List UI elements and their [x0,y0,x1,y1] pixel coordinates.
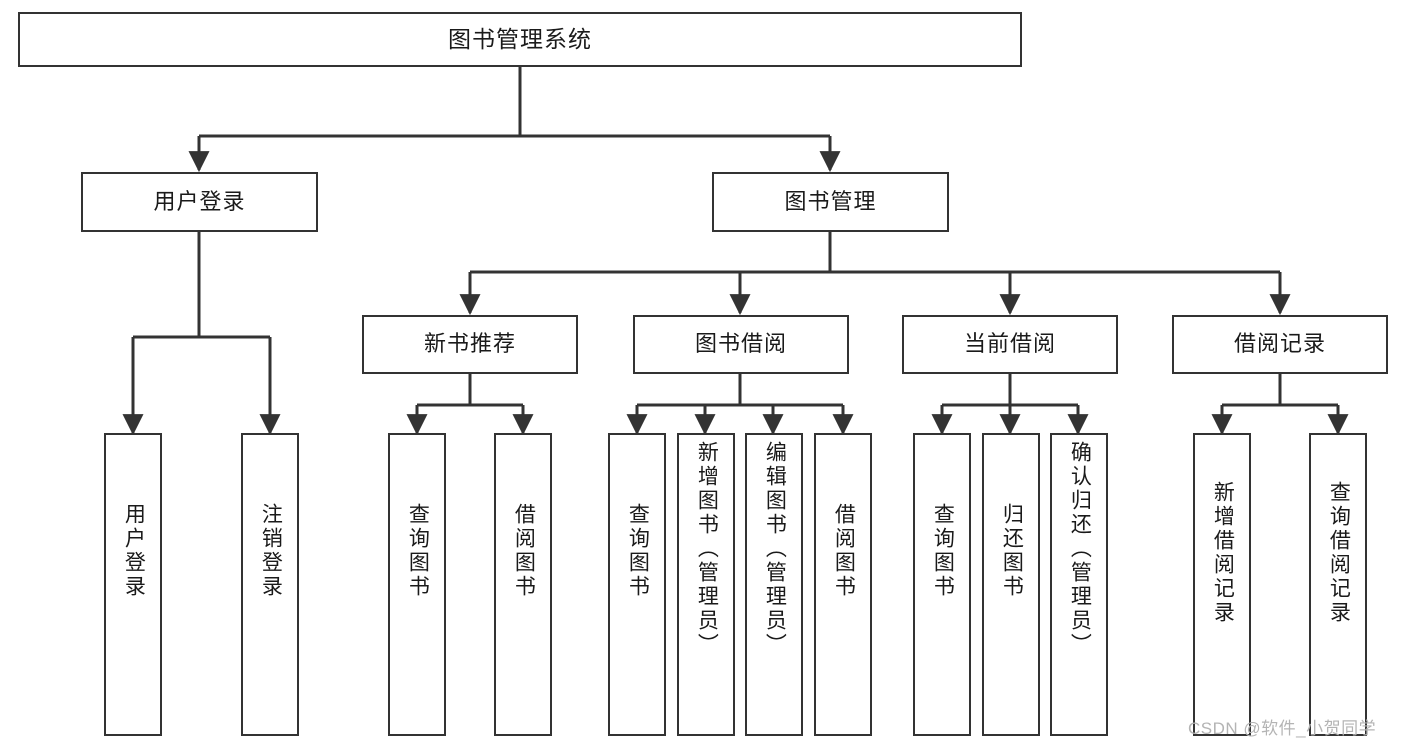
leaf-borrow-book-label: 借阅图书 [832,503,856,599]
leaf-borrow-book-recommend[interactable]: 借阅图书 [494,433,552,736]
leaf-query-book-borrow[interactable]: 查询图书 [608,433,666,736]
leaf-query-book-borrow-label: 查询图书 [626,503,650,599]
node-current-borrow-label: 当前借阅 [963,331,1056,357]
leaf-query-book-current[interactable]: 查询图书 [913,433,971,736]
node-book-borrow[interactable]: 图书借阅 [633,315,849,374]
leaf-borrow-book[interactable]: 借阅图书 [814,433,872,736]
watermark: CSDN @软件_小贺同学 [1188,719,1377,738]
leaf-add-borrow-record-label: 新增借阅记录 [1211,481,1235,625]
leaf-user-login[interactable]: 用户登录 [104,433,162,736]
leaf-add-book-admin[interactable]: 新增图书（管理员） [677,433,735,736]
leaf-user-logout-label: 注销登录 [259,503,283,599]
leaf-confirm-return-admin[interactable]: 确认归还（管理员） [1050,433,1108,736]
node-user-login[interactable]: 用户登录 [81,172,318,232]
leaf-query-book-recommend[interactable]: 查询图书 [388,433,446,736]
node-root-label: 图书管理系统 [448,25,592,52]
node-current-borrow[interactable]: 当前借阅 [902,315,1118,374]
node-book-borrow-label: 图书借阅 [694,331,787,357]
leaf-borrow-book-recommend-label: 借阅图书 [512,503,536,599]
node-book-management-label: 图书管理 [784,188,877,214]
leaf-return-book[interactable]: 归还图书 [982,433,1040,736]
leaf-user-login-label: 用户登录 [122,503,146,599]
leaf-add-borrow-record[interactable]: 新增借阅记录 [1193,433,1251,736]
node-borrow-record-label: 借阅记录 [1233,331,1326,357]
leaf-user-logout[interactable]: 注销登录 [241,433,299,736]
leaf-confirm-return-admin-label: 确认归还（管理员） [1068,441,1092,657]
node-borrow-record[interactable]: 借阅记录 [1172,315,1388,374]
leaf-edit-book-admin-label: 编辑图书（管理员） [763,441,787,657]
node-user-login-label: 用户登录 [153,188,246,214]
node-root[interactable]: 图书管理系统 [18,12,1022,67]
node-book-management[interactable]: 图书管理 [712,172,949,232]
node-new-book-recommend[interactable]: 新书推荐 [362,315,578,374]
leaf-query-borrow-record[interactable]: 查询借阅记录 [1309,433,1367,736]
leaf-query-book-recommend-label: 查询图书 [406,503,430,599]
leaf-query-book-current-label: 查询图书 [931,503,955,599]
node-new-book-recommend-label: 新书推荐 [423,331,516,357]
leaf-edit-book-admin[interactable]: 编辑图书（管理员） [745,433,803,736]
leaf-query-borrow-record-label: 查询借阅记录 [1327,481,1351,625]
leaf-add-book-admin-label: 新增图书（管理员） [695,441,719,657]
leaf-return-book-label: 归还图书 [1000,503,1024,599]
